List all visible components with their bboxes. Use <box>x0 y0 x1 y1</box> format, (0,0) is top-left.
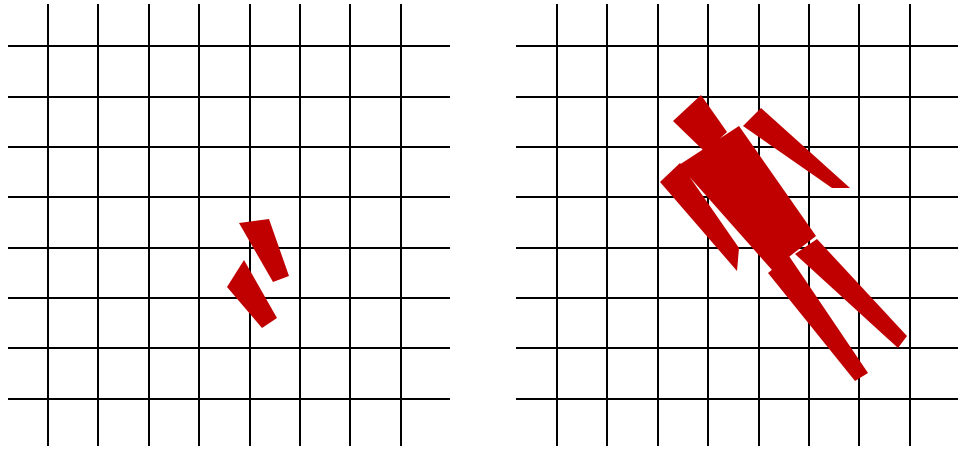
right-panel-figure <box>660 95 907 381</box>
left-panel-shapes <box>227 219 289 328</box>
grid-left <box>8 4 450 446</box>
